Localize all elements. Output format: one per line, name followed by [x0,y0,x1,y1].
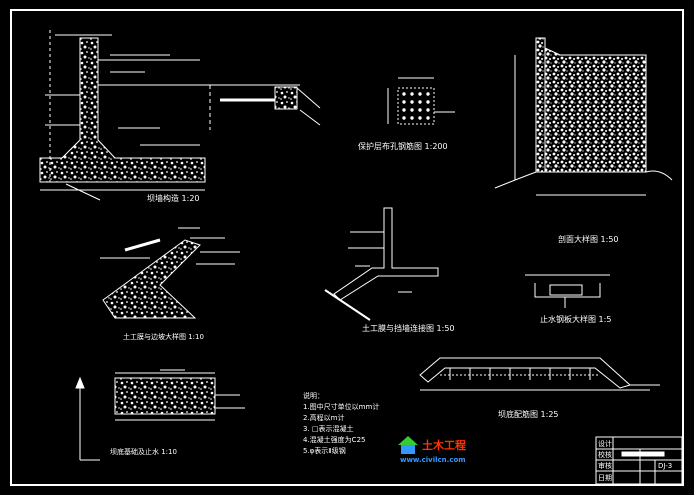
title-earthwork-slope: 土工膜与边坡大样图 1:10 [123,332,204,341]
notes-block: 说明： 1.图中尺寸单位以mm计 2.高程以m计 3. □表示混凝土 4.混凝土… [303,391,379,455]
title-geomembrane-joint: 土工膜与挡墙连接图 1:50 [362,323,455,333]
title-protection-mesh: 保护层布孔钢筋图 1:200 [358,141,448,151]
titleblock-row1: 设计 [598,439,612,448]
notes-line-1: 1.图中尺寸单位以mm计 [303,402,379,411]
notes-line-2: 2.高程以m计 [303,413,345,422]
notes-line-3: 3. □表示混凝土 [303,424,354,433]
notes-heading: 说明： [303,391,324,400]
notes-line-4: 4.混凝土强度为C25 [303,435,365,444]
retaining-wall-detail [39,30,321,201]
title-dam-bottom: 坝底配筋图 1:25 [498,409,559,419]
titleblock-row4: 日期 [598,474,612,482]
title-block [595,436,683,485]
notes-line-5: 5.φ表示Ⅱ级钢 [303,446,346,455]
title-bottom-seal: 坝底基础及止水 1:10 [110,447,177,456]
protection-mesh-detail [387,77,455,125]
drawing-border [10,9,684,486]
house-icon [398,436,418,445]
cut-section-detail [494,37,673,196]
logo-cn-text: 土木工程 [422,438,466,452]
water-stop-detail [525,274,610,308]
titleblock-row3: 审核 [598,461,612,470]
titleblock-row2: 校核 [598,450,612,459]
wall-section [39,37,206,183]
title-retaining-wall: 坝墙构造 1:20 [147,193,200,203]
site-logo: 土木工程 www.civilcn.com [398,436,466,464]
dam-bottom-detail [419,357,660,391]
earthwork-slope-detail [100,227,240,319]
title-water-stop: 止水钢板大样图 1:5 [540,314,611,324]
geomembrane-joint-detail [324,207,439,321]
title-cut-section: 剖面大样图 1:50 [558,234,619,244]
bottom-seal-detail [75,369,245,461]
logo-url-text: www.civilcn.com [400,456,466,464]
titleblock-code: DJ-3 [658,462,672,470]
